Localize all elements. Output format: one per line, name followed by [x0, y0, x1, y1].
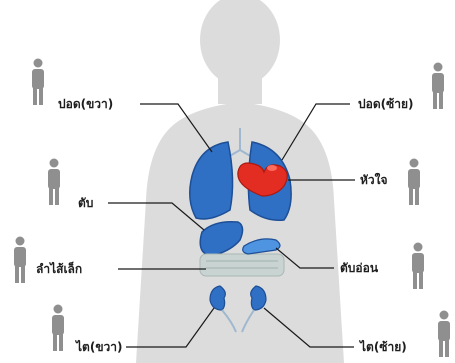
- label-kidney-left: ไต(ซ้าย): [360, 340, 407, 354]
- person-icon: [432, 63, 444, 110]
- label-kidney-right: ไต(ขวา): [76, 340, 122, 354]
- label-heart: หัวใจ: [360, 173, 388, 187]
- label-lung-right: ปอด(ขวา): [58, 97, 113, 111]
- person-icon: [52, 305, 64, 352]
- person-icon: [408, 159, 420, 206]
- label-lung-left: ปอด(ซ้าย): [358, 97, 414, 111]
- person-icon: [32, 59, 44, 106]
- heart-highlight: [267, 165, 277, 171]
- small-intestine-shape: [200, 254, 284, 276]
- person-icon: [412, 243, 424, 290]
- label-liver: ตับ: [78, 196, 93, 210]
- label-pancreas: ตับอ่อน: [340, 261, 378, 275]
- person-icon: [438, 311, 450, 358]
- label-small-intestine: ลำไส้เล็ก: [36, 262, 82, 276]
- person-icon: [48, 159, 60, 206]
- person-icon: [14, 237, 26, 284]
